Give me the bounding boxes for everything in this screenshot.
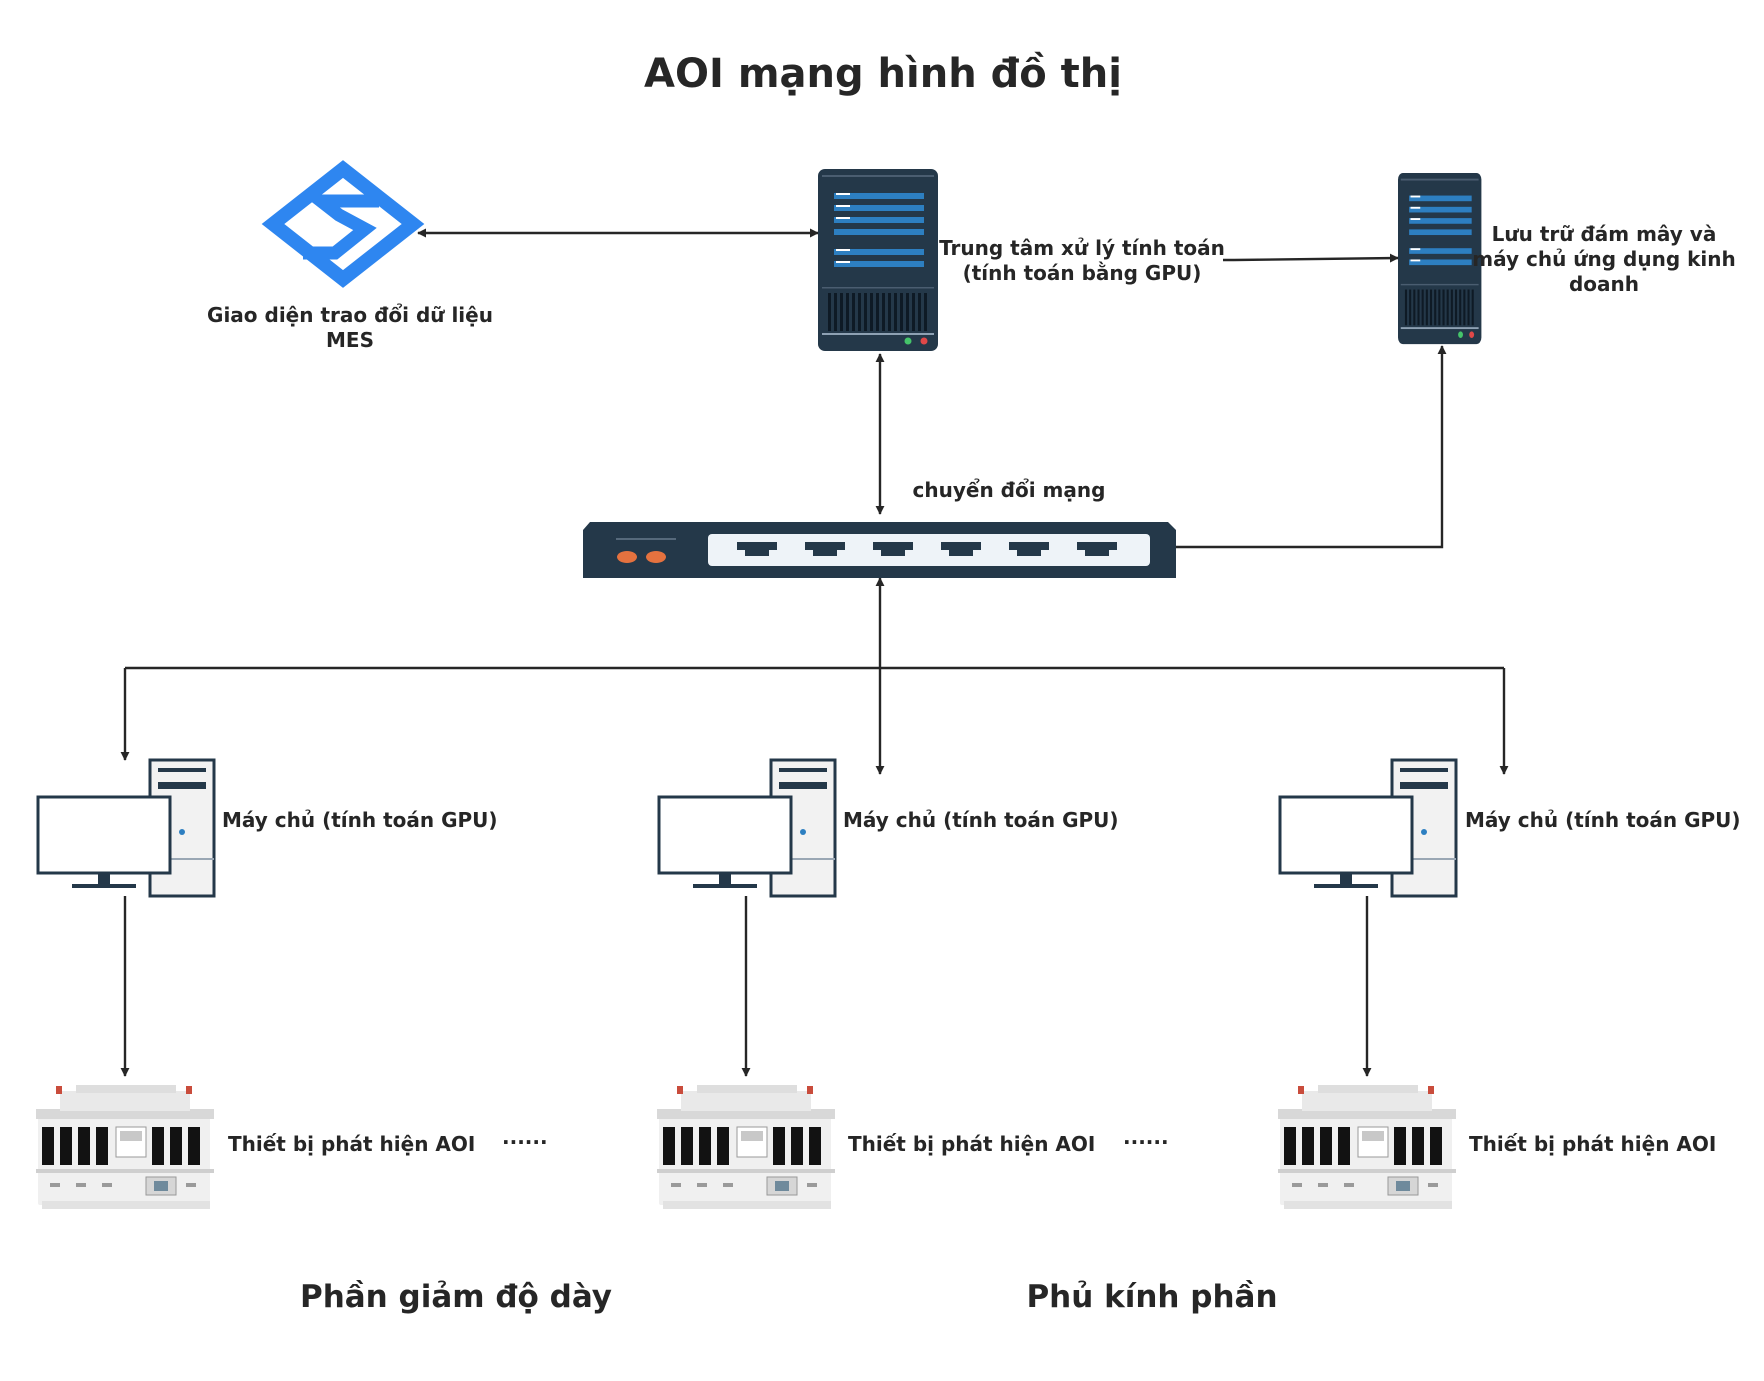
cloud-label-line-2: máy chủ ứng dụng kinh xyxy=(1472,247,1735,271)
mes-label-line-2: MES xyxy=(326,328,374,352)
cloud-label-line-1: Lưu trữ đám mây và xyxy=(1492,222,1717,246)
aoi-device-2-icon xyxy=(656,1084,836,1210)
edge-switch-cloud xyxy=(1176,345,1447,549)
mes-logo-icon xyxy=(261,160,425,288)
network-switch-icon xyxy=(583,522,1176,578)
page-title: AOI mạng hình đồ thị xyxy=(644,51,1122,97)
aoi-device-2-label: Thiết bị phát hiện AOI xyxy=(848,1132,1095,1156)
host-1-label: Máy chủ (tính toán GPU) xyxy=(222,808,498,832)
edge-gpu-center-cloud xyxy=(1223,253,1399,263)
aoi-device-3-icon xyxy=(1277,1084,1457,1210)
host-computer-1-icon xyxy=(36,758,216,898)
gpu-center-server-icon xyxy=(818,169,938,351)
host-computer-3-icon xyxy=(1278,758,1458,898)
switch-label: chuyển đổi mạng xyxy=(913,478,1106,502)
aoi-device-1-label: Thiết bị phát hiện AOI xyxy=(228,1132,475,1156)
aoi-device-3-label: Thiết bị phát hiện AOI xyxy=(1469,1132,1716,1156)
host-computer-2-icon xyxy=(657,758,837,898)
gpu-center-label-line-2: (tính toán bằng GPU) xyxy=(963,261,1202,285)
ellipsis-1: ...... xyxy=(502,1125,548,1149)
ellipsis-2: ...... xyxy=(1123,1125,1169,1149)
mes-label-line-1: Giao diện trao đổi dữ liệu xyxy=(207,303,493,327)
aoi-device-1-icon xyxy=(35,1084,215,1210)
cloud-server-icon xyxy=(1398,173,1482,345)
section-label-2: Phủ kính phần xyxy=(1026,1279,1277,1315)
host-3-label: Máy chủ (tính toán GPU) xyxy=(1465,808,1741,832)
gpu-center-label-line-1: Trung tâm xử lý tính toán xyxy=(939,236,1225,260)
host-2-label: Máy chủ (tính toán GPU) xyxy=(843,808,1119,832)
cloud-label-line-3: doanh xyxy=(1569,272,1639,296)
section-label-1: Phần giảm độ dày xyxy=(300,1279,612,1315)
